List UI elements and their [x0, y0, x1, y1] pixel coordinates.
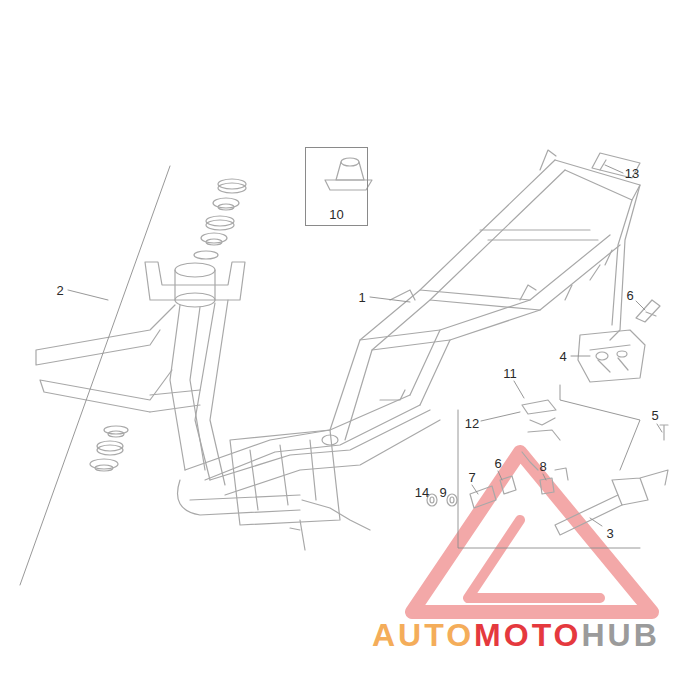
leader-lines	[20, 165, 662, 585]
watermark-logo	[412, 452, 652, 612]
callout-number: 4	[557, 349, 568, 364]
callout-number: 12	[463, 416, 481, 431]
callout-number: 9	[437, 485, 448, 500]
scooter-frame	[36, 150, 640, 550]
watermark-text: HUB	[581, 619, 659, 651]
watermark-text: MOTO	[474, 619, 581, 651]
callout-number: 2	[54, 283, 65, 298]
part-box: 10	[305, 147, 368, 226]
callout-number: 6	[492, 456, 503, 471]
callout-number: 14	[413, 485, 431, 500]
callout-number: 11	[501, 366, 519, 381]
watermark: AUTOMOTOHUB	[372, 619, 660, 651]
callout-number: 8	[537, 459, 548, 474]
callout-number: 3	[604, 526, 615, 541]
watermark-text: AUTO	[372, 619, 474, 651]
callout-number: 6	[624, 288, 635, 303]
callout-number: 5	[649, 408, 660, 423]
stand-parts	[427, 300, 668, 535]
callout-number: 1	[356, 290, 367, 305]
callout-number: 7	[466, 470, 477, 485]
callout-number: 13	[623, 166, 641, 181]
callout-number: 10	[306, 208, 367, 221]
cap-part	[325, 158, 372, 190]
